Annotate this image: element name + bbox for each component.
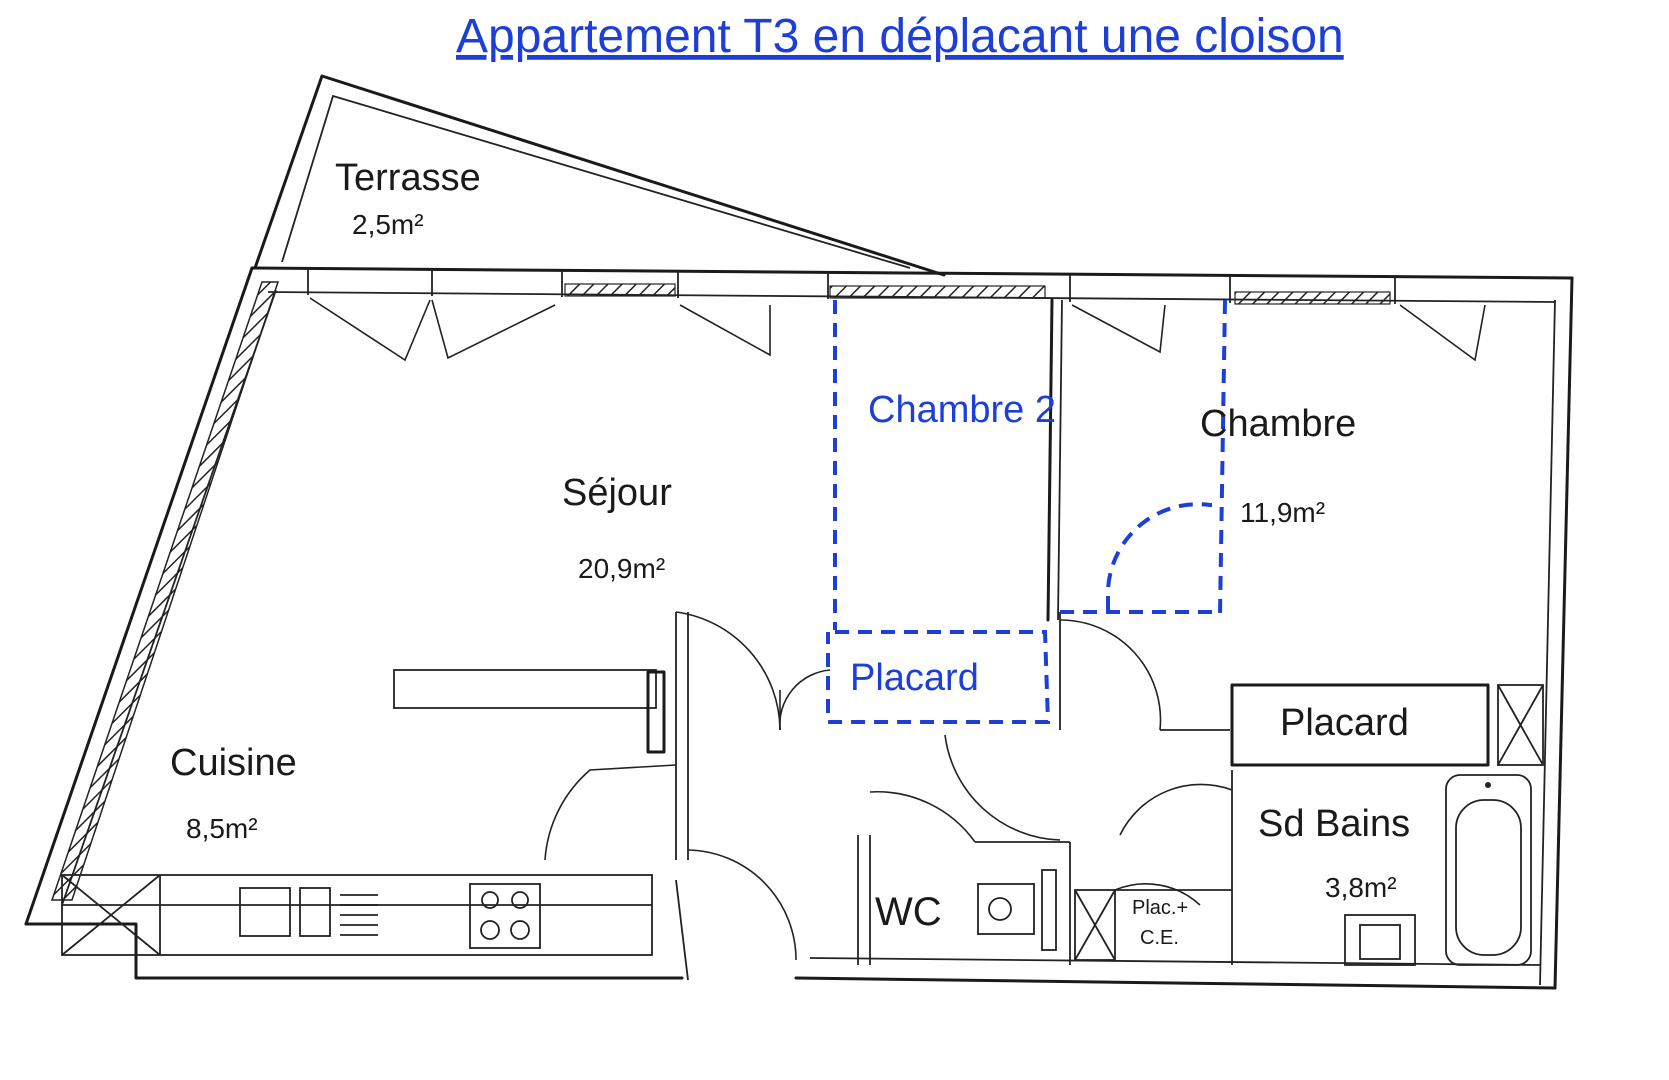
placard-proposed-label: Placard: [850, 657, 979, 699]
terrasse-area: 2,5m²: [352, 209, 424, 240]
placard-label: Placard: [1280, 702, 1409, 744]
window-marks: [307, 268, 1396, 304]
outer-walls: [24, 266, 1574, 990]
chambre-area: 11,9m²: [1240, 497, 1325, 528]
interior-walls: [675, 298, 1544, 981]
proposed-partition: [826, 299, 1227, 724]
sejour-area: 20,9m²: [578, 553, 665, 584]
placce-line2: C.E.: [1140, 927, 1179, 949]
chambre2-label: Chambre 2: [868, 389, 1056, 431]
sdbains-label: Sd Bains: [1258, 803, 1410, 845]
plan-title: Appartement T3 en déplacant une cloison: [456, 10, 1344, 63]
wc-label: WC: [875, 890, 942, 934]
terrasse-outline: [253, 74, 946, 277]
cuisine-area: 8,5m²: [186, 813, 258, 844]
wc-fixtures: [977, 869, 1116, 961]
hatched-walls: [50, 281, 1391, 901]
sdbains-area: 3,8m²: [1325, 872, 1397, 903]
sejour-label: Séjour: [562, 472, 672, 514]
placce-line1: Plac.+: [1132, 897, 1188, 919]
cuisine-label: Cuisine: [170, 742, 297, 784]
kitchen-counter: [61, 669, 666, 956]
terrasse-label: Terrasse: [335, 157, 481, 199]
chambre-label: Chambre: [1200, 403, 1356, 445]
window-leaves: [309, 297, 1486, 362]
doors: [544, 611, 1233, 961]
bath-fixtures: [1344, 774, 1532, 966]
